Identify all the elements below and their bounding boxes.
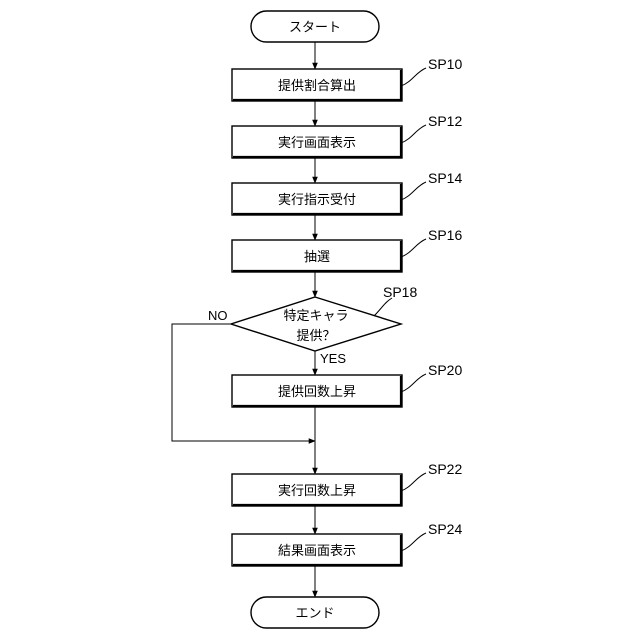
leader-sp16: [401, 239, 426, 257]
decision-line1: 特定キャラ: [283, 309, 348, 324]
leader-sp24: [401, 533, 426, 551]
step-label-sp24: SP24: [428, 521, 462, 537]
process-sp12-text: 実行画面表示: [278, 135, 356, 151]
branch-label-no: NO: [208, 308, 228, 323]
step-label-sp12: SP12: [428, 113, 462, 129]
process-sp22: 実行回数上昇 SP22: [232, 461, 462, 506]
step-label-sp22: SP22: [428, 461, 462, 477]
process-sp22-text: 実行回数上昇: [278, 483, 356, 499]
leader-sp22: [401, 473, 426, 491]
step-label-sp18: SP18: [383, 284, 417, 300]
step-label-sp16: SP16: [428, 227, 462, 243]
step-label-sp10: SP10: [428, 56, 462, 72]
leader-sp14: [401, 182, 426, 200]
start-terminal: スタート: [251, 11, 379, 42]
end-terminal: エンド: [251, 597, 379, 628]
decision-sp18: 特定キャラ 提供？ SP18: [231, 284, 417, 351]
start-label: スタート: [289, 21, 341, 36]
branch-label-yes: YES: [320, 351, 346, 366]
leader-sp12: [401, 125, 426, 143]
end-label: エンド: [295, 607, 334, 622]
process-sp14: 実行指示受付 SP14: [232, 170, 462, 215]
leader-sp20: [401, 374, 426, 392]
process-sp24-text: 結果画面表示: [278, 544, 356, 559]
process-sp16: 抽選 SP16: [232, 227, 462, 272]
process-sp12: 実行画面表示 SP12: [232, 113, 462, 158]
step-label-sp20: SP20: [428, 362, 462, 378]
process-sp20: 提供回数上昇 SP20: [232, 362, 462, 407]
leader-sp10: [401, 68, 426, 86]
step-label-sp14: SP14: [428, 170, 462, 186]
process-sp20-text: 提供回数上昇: [278, 384, 356, 400]
process-sp16-text: 抽選: [304, 250, 330, 265]
process-sp24: 結果画面表示 SP24: [232, 521, 462, 566]
process-sp10: 提供割合算出 SP10: [232, 56, 462, 101]
process-sp10-text: 提供割合算出: [278, 78, 356, 94]
process-sp14-text: 実行指示受付: [278, 192, 356, 208]
decision-line2: 提供？: [296, 328, 335, 344]
leader-sp18: [374, 298, 392, 316]
